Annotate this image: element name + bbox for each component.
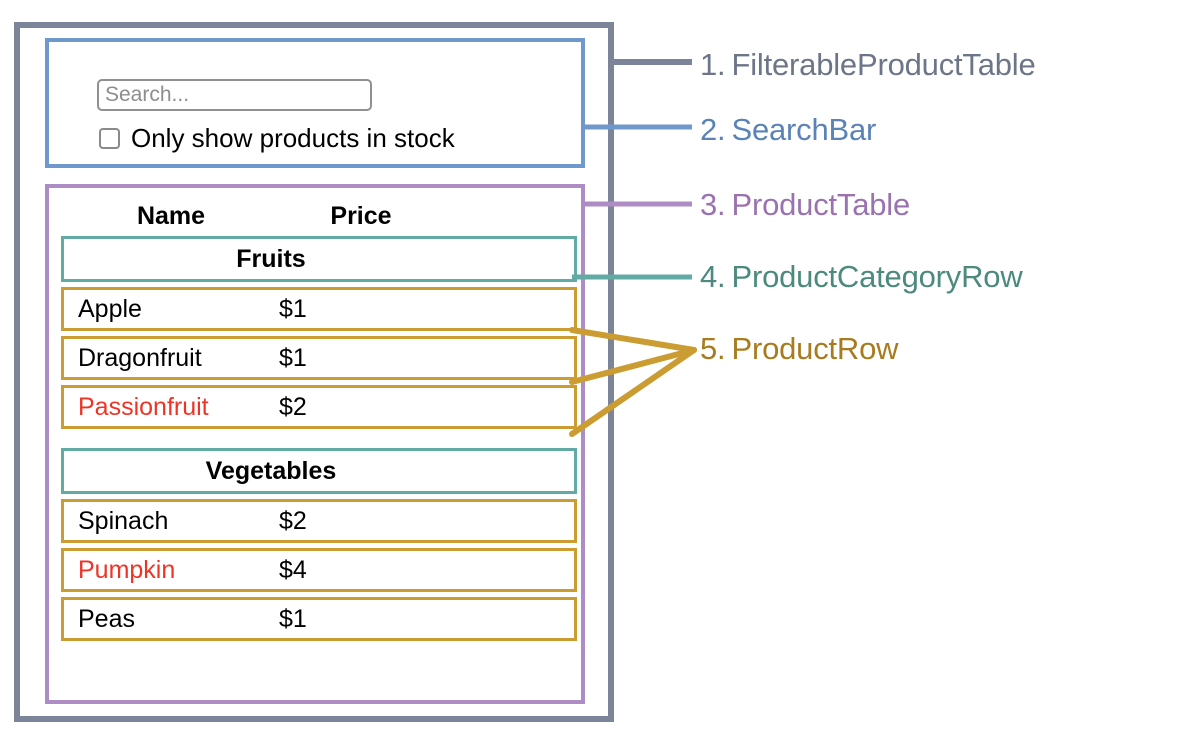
product-row: Dragonfruit $1 (61, 336, 577, 380)
column-header-price: Price (330, 201, 392, 230)
legend-number: 2. (700, 112, 726, 147)
product-price: $1 (279, 294, 307, 323)
product-name: Peas (78, 604, 135, 633)
legend-item-product-table: 3.ProductTable (700, 187, 910, 223)
product-row: Apple $1 (61, 287, 577, 331)
product-price: $1 (279, 343, 307, 372)
column-header-name: Name (136, 201, 206, 230)
stock-filter-row[interactable]: Only show products in stock (99, 124, 455, 152)
product-name: Spinach (78, 506, 169, 535)
product-row: Pumpkin $4 (61, 548, 577, 592)
table-header-row: Name Price (61, 196, 577, 236)
legend-item-filterable-product-table: 1.FilterableProductTable (700, 47, 1036, 83)
legend-label: ProductRow (731, 331, 899, 366)
product-name: Apple (78, 294, 142, 323)
product-category-row: Vegetables (61, 448, 577, 494)
product-category-label: Vegetables (205, 456, 337, 485)
section-spacer (61, 434, 577, 448)
product-row: Spinach $2 (61, 499, 577, 543)
legend-label: SearchBar (731, 112, 877, 147)
search-input[interactable] (97, 79, 372, 111)
product-row: Passionfruit $2 (61, 385, 577, 429)
legend-number: 5. (700, 331, 726, 366)
product-category-label: Fruits (236, 244, 306, 273)
legend-item-product-category-row: 4.ProductCategoryRow (700, 259, 1023, 295)
stock-filter-label: Only show products in stock (131, 123, 455, 153)
product-price: $2 (279, 506, 307, 535)
legend-item-product-row: 5.ProductRow (700, 331, 899, 367)
product-row: Peas $1 (61, 597, 577, 641)
search-bar-frame: Only show products in stock (45, 38, 585, 168)
stock-filter-checkbox[interactable] (99, 127, 120, 149)
product-table-body: Name Price Fruits Apple $1 Dragonfruit $… (61, 196, 577, 646)
product-name: Dragonfruit (78, 343, 202, 372)
product-price: $2 (279, 392, 307, 421)
legend-number: 3. (700, 187, 726, 222)
legend-item-search-bar: 2.SearchBar (700, 112, 876, 148)
product-name: Passionfruit (78, 392, 209, 421)
product-price: $1 (279, 604, 307, 633)
product-name: Pumpkin (78, 555, 176, 584)
legend-label: FilterableProductTable (731, 47, 1036, 82)
legend-number: 4. (700, 259, 726, 294)
product-category-row: Fruits (61, 236, 577, 282)
legend-number: 1. (700, 47, 726, 82)
product-table-frame: Name Price Fruits Apple $1 Dragonfruit $… (45, 184, 585, 704)
legend-label: ProductCategoryRow (731, 259, 1023, 294)
legend-label: ProductTable (731, 187, 911, 222)
product-price: $4 (279, 555, 307, 584)
